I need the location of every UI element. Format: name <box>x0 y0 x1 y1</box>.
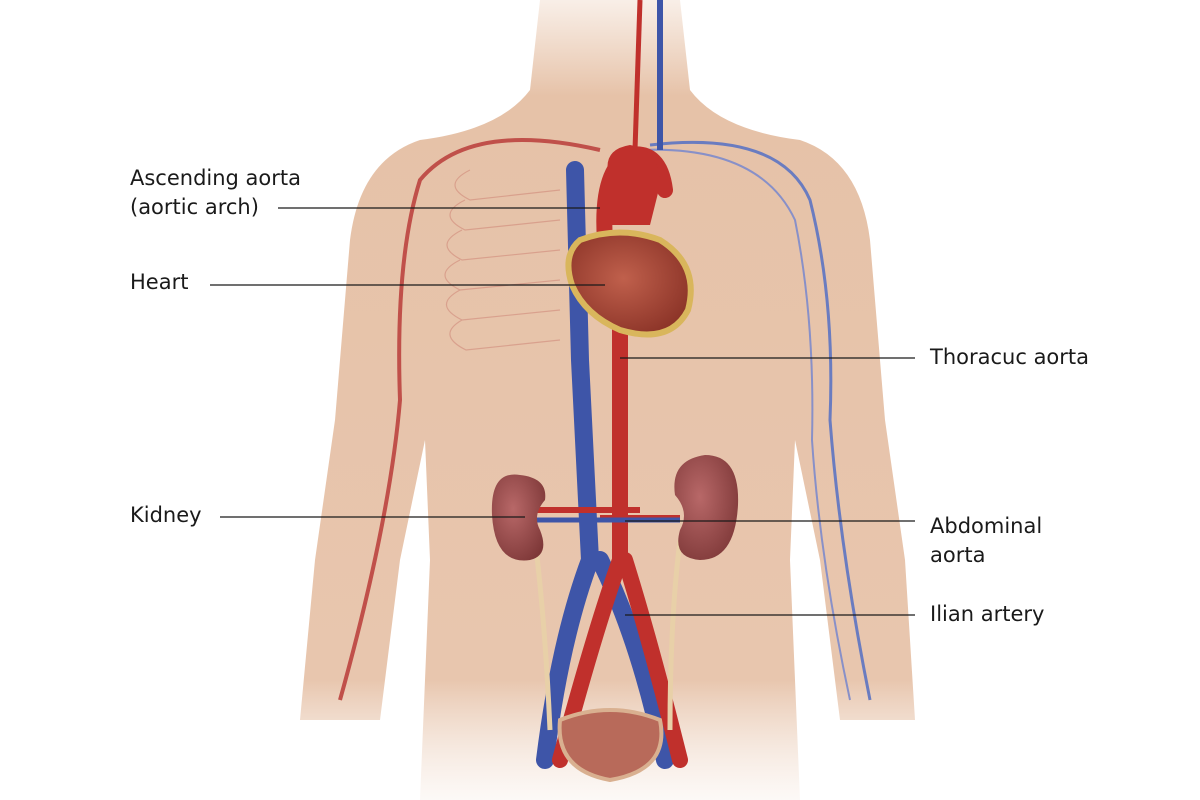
label-heart: Heart <box>130 270 189 294</box>
label-kidney: Kidney <box>130 503 202 527</box>
label-ascending-aorta: Ascending aorta (aortic arch) <box>130 164 301 222</box>
label-ascending-aorta-line2: (aortic arch) <box>130 195 259 219</box>
label-abdominal-aorta-line1: Abdominal <box>930 514 1043 538</box>
arm-artery-right <box>338 138 601 701</box>
arm-vein-left-2 <box>639 148 851 701</box>
label-thoracic-aorta: Thoracuc aorta <box>930 345 1090 369</box>
aortic-arch <box>607 145 660 225</box>
arm-vein-left <box>649 140 872 701</box>
torso-silhouette <box>300 0 915 800</box>
ribs <box>444 169 561 351</box>
label-abdominal-aorta: Abdominal aorta <box>930 512 1042 570</box>
ureters <box>532 539 683 731</box>
kidney-left <box>674 455 739 560</box>
carotid-artery <box>632 0 643 151</box>
label-abdominal-aorta-line2: aorta <box>930 543 986 567</box>
label-iliac-artery: Ilian artery <box>930 602 1045 626</box>
leader-lines <box>210 207 915 616</box>
bladder <box>557 708 664 783</box>
label-ascending-aorta-line1: Ascending aorta <box>130 166 302 190</box>
